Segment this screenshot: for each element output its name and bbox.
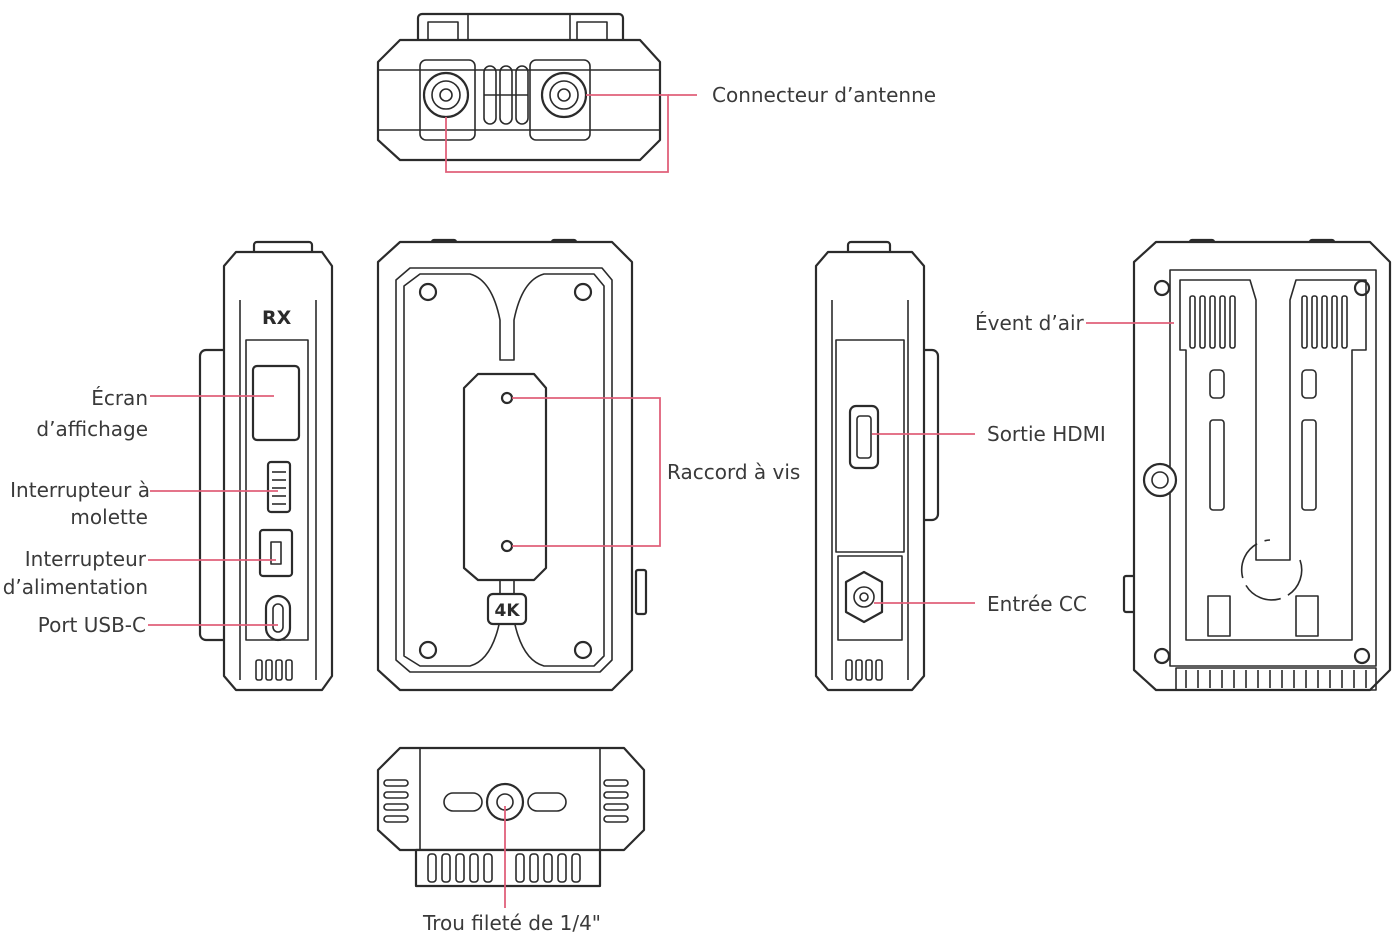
dial-switch-icon <box>266 460 292 514</box>
front-view: 4K <box>376 238 648 692</box>
display-screen <box>251 364 301 442</box>
rx-label: RX <box>262 307 292 329</box>
label-display-screen-line2: d’affichage <box>36 417 148 441</box>
power-switch-icon <box>258 528 294 578</box>
bottom-view <box>376 746 646 888</box>
callout-screw-mount <box>512 397 661 547</box>
left-side-view: RX <box>198 240 334 692</box>
right-side-view <box>814 240 940 692</box>
antenna-connector-left-icon <box>422 71 470 119</box>
screw-mount-plate <box>462 372 548 582</box>
dc-in-icon <box>844 570 884 624</box>
callout-antenna <box>445 94 697 173</box>
left-side-vent <box>255 659 293 681</box>
usbc-port-icon <box>264 594 292 642</box>
label-threaded-hole: Trou fileté de 1/4" <box>422 911 601 935</box>
label-dial-switch-line1: Interrupteur à <box>10 478 150 502</box>
label-air-vent: Évent d’air <box>975 311 1085 335</box>
label-screw-mount: Raccord à vis <box>667 460 800 484</box>
bottom-vent-right <box>603 779 629 823</box>
label-hdmi-out: Sortie HDMI <box>987 422 1106 446</box>
back-bottom-fins <box>1175 667 1377 691</box>
top-view <box>376 12 662 162</box>
back-view <box>1122 238 1392 692</box>
right-side-vent <box>845 659 883 681</box>
back-vent-right <box>1301 295 1348 349</box>
back-vent-left <box>1189 295 1236 349</box>
label-antenna-connector: Connecteur d’antenne <box>712 83 936 107</box>
top-vent-grille <box>483 65 529 125</box>
label-power-switch-line1: Interrupteur <box>25 547 147 571</box>
label-dc-in: Entrée CC <box>987 592 1087 616</box>
label-display-screen-line1: Écran <box>91 386 148 410</box>
hdmi-port-icon <box>848 404 880 470</box>
label-dial-switch-line2: molette <box>70 505 148 529</box>
label-usbc-port: Port USB-C <box>38 613 146 637</box>
4k-badge-text: 4K <box>494 601 520 621</box>
4k-badge <box>486 592 528 626</box>
bottom-fins <box>414 848 602 888</box>
antenna-connector-right-icon <box>540 71 588 119</box>
label-power-switch-line2: d’alimentation <box>3 575 148 599</box>
bottom-vent-left <box>383 779 409 823</box>
